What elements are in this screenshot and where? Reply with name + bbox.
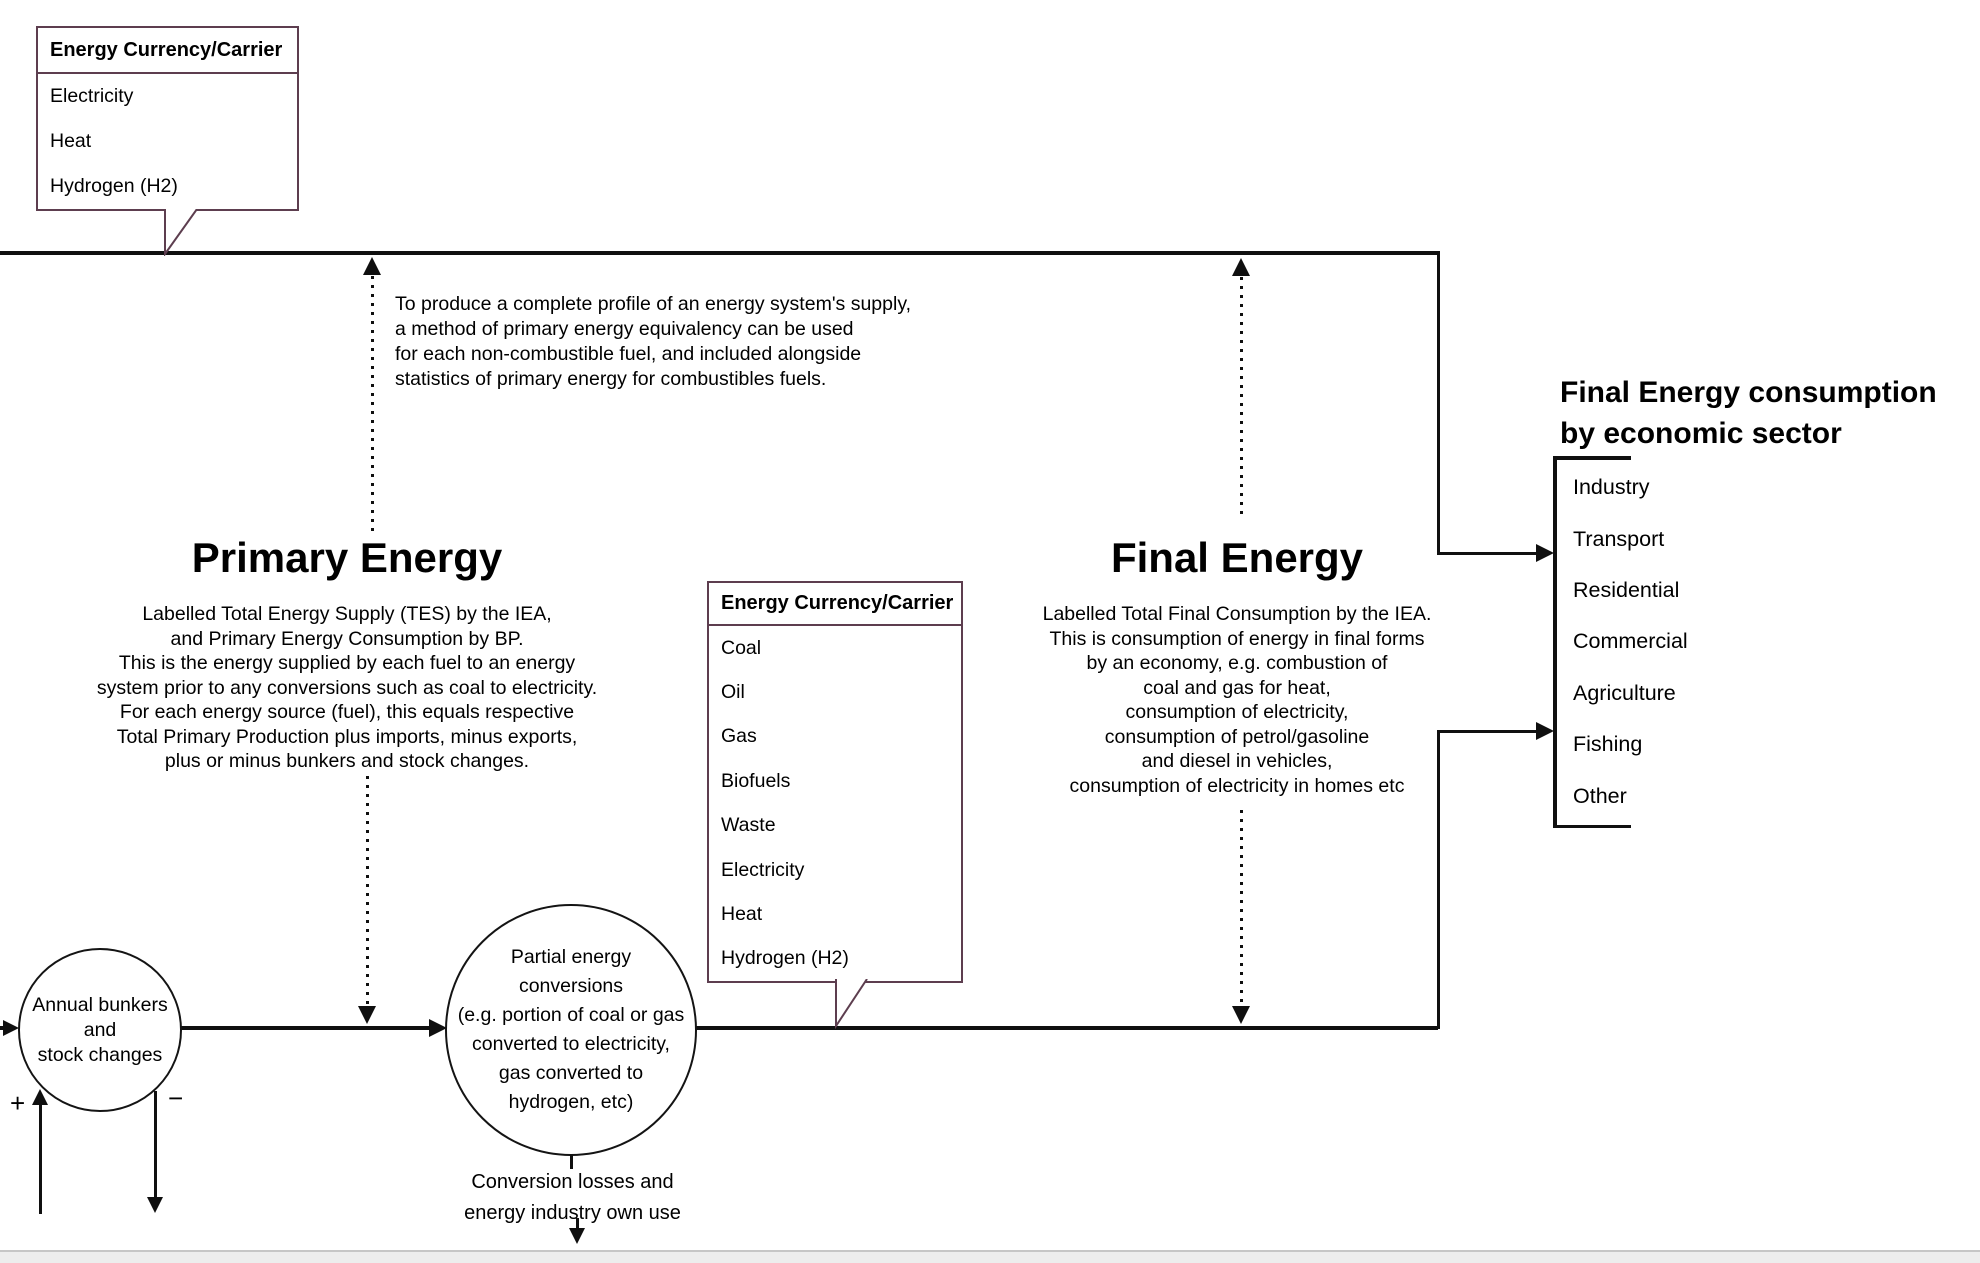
- sector-list: Industry Transport Residential Commercia…: [1556, 462, 1856, 822]
- dotted-line-primary-lower: [366, 776, 369, 1006]
- sector-item: Transport: [1573, 526, 1665, 551]
- dotted-arrowhead-down-primary-icon: [358, 1006, 376, 1024]
- losses-arrowhead-down-icon: [569, 1228, 585, 1244]
- carrier-callout-top-left-title: Energy Currency/Carrier: [38, 28, 297, 74]
- sector-bracket-bottom: [1553, 824, 1631, 828]
- carrier-item: Coal: [721, 636, 762, 659]
- minus-sign: −: [168, 1083, 184, 1113]
- left-edge-flow-line: [0, 1026, 5, 1030]
- plus-sign: +: [10, 1088, 26, 1118]
- primary-energy-title: Primary Energy: [191, 534, 503, 581]
- minus-arrowhead-down-icon: [147, 1197, 163, 1213]
- conversions-circle: Partial energy conversions (e.g. portion…: [445, 904, 697, 1156]
- carrier-item: Hydrogen (H2): [721, 947, 849, 970]
- carrier-callout-middle: Energy Currency/Carrier Coal Oil Gas Bio…: [707, 581, 963, 983]
- losses-arrow-stem: [576, 1218, 579, 1228]
- equivalency-note: To produce a complete profile of an ener…: [395, 293, 912, 390]
- dotted-line-final-upper: [1240, 277, 1243, 518]
- right-upper-vertical-line: [1437, 251, 1440, 553]
- arrowhead-into-conversions-icon: [429, 1018, 447, 1037]
- carrier-callout-middle-title: Energy Currency/Carrier: [709, 583, 961, 626]
- sector-bracket-vertical: [1553, 456, 1557, 828]
- plus-arrow-line: [39, 1104, 42, 1214]
- sector-box-title: Final Energy consumption by economic sec…: [1560, 376, 1937, 450]
- carrier-item: Biofuels: [721, 769, 791, 792]
- dotted-line-final-lower: [1240, 810, 1243, 1006]
- arrowhead-right-into-bunkers-icon: [3, 1019, 19, 1036]
- dotted-arrowhead-down-final-icon: [1232, 1006, 1250, 1024]
- sector-item: Fishing: [1573, 732, 1643, 757]
- sector-item: Commercial: [1573, 629, 1688, 654]
- dotted-line-primary-upper: [371, 276, 374, 532]
- carrier-item: Electricity: [50, 85, 134, 107]
- sector-bracket-top: [1553, 456, 1631, 460]
- sector-item: Agriculture: [1573, 680, 1676, 705]
- top-flow-line: [0, 251, 1440, 255]
- bunkers-circle: Annual bunkers and stock changes: [18, 948, 182, 1112]
- carrier-item: Gas: [721, 725, 757, 748]
- carrier-item: Oil: [721, 681, 745, 704]
- carrier-item: Waste: [721, 814, 776, 837]
- arrow-line-to-fishing: [1437, 729, 1537, 733]
- arrowhead-right-transport-icon: [1536, 544, 1554, 562]
- window-bottom-edge: [0, 1250, 1980, 1263]
- conversions-to-right-line: [695, 1026, 1438, 1030]
- minus-arrow-line: [154, 1091, 157, 1198]
- conversions-losses-tick: [570, 1155, 573, 1169]
- primary-energy-description: Labelled Total Energy Supply (TES) by th…: [96, 603, 598, 772]
- carrier-item: Electricity: [721, 858, 805, 881]
- carrier-item: Heat: [721, 902, 763, 925]
- callout-tail-middle: [835, 979, 868, 1029]
- carrier-callout-top-left: Energy Currency/Carrier Electricity Heat…: [36, 26, 299, 211]
- carrier-item: Hydrogen (H2): [50, 175, 178, 197]
- dotted-arrowhead-up-final-icon: [1232, 258, 1250, 276]
- conversion-losses-label: Conversion losses and energy industry ow…: [464, 1171, 681, 1224]
- sector-item: Residential: [1573, 578, 1680, 603]
- arrowhead-right-fishing-icon: [1536, 722, 1554, 740]
- arrow-line-to-transport: [1437, 551, 1537, 555]
- bunkers-to-conversions-line: [181, 1026, 429, 1030]
- right-lower-vertical-line: [1437, 731, 1440, 1029]
- plus-arrowhead-up-icon: [32, 1089, 48, 1105]
- final-energy-title: Final Energy: [1110, 534, 1364, 581]
- callout-tail-top-left: [164, 209, 198, 256]
- sector-item: Industry: [1573, 475, 1650, 500]
- dotted-arrowhead-up-primary-icon: [363, 257, 381, 275]
- carrier-item: Heat: [50, 130, 92, 152]
- sector-item: Other: [1573, 783, 1627, 808]
- final-energy-description: Labelled Total Final Consumption by the …: [1042, 603, 1432, 797]
